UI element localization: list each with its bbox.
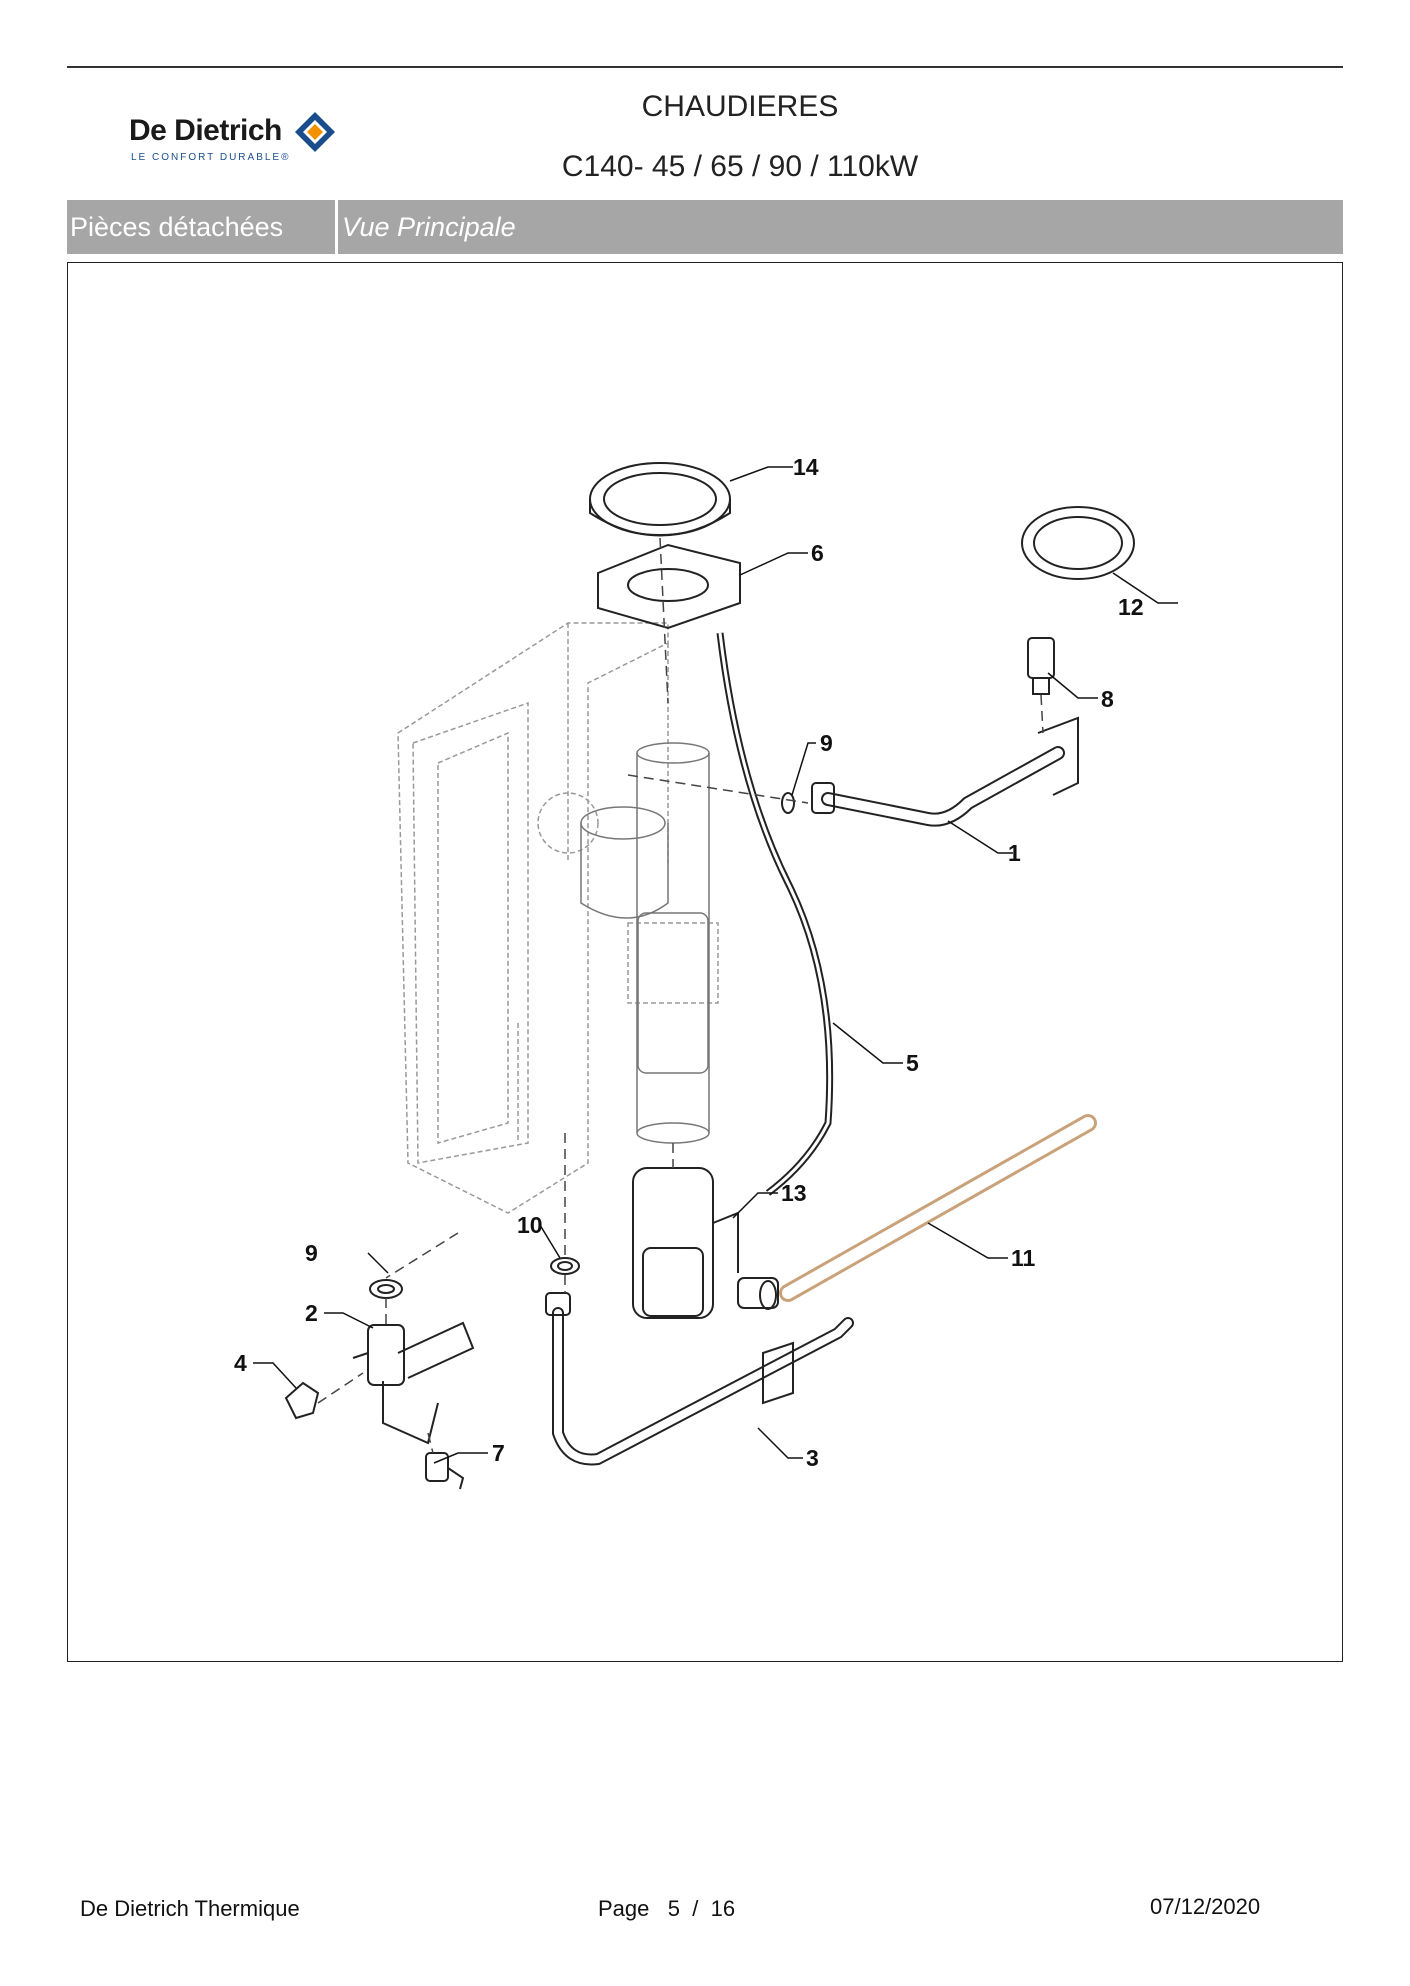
- document-subtitle: C140- 45 / 65 / 90 / 110kW: [561, 150, 919, 183]
- part-9-bottom-gasket: [369, 1279, 403, 1299]
- part-7-tap: [425, 1452, 465, 1490]
- section-bar: Pièces détachées Vue Principale: [67, 200, 1343, 254]
- footer-page-label: Page: [598, 1896, 650, 1921]
- part-13-siphon: [632, 1167, 739, 1319]
- footer-page-current: 5: [667, 1896, 680, 1921]
- callout-13: 13: [781, 1180, 807, 1206]
- assembly-lines: [317, 537, 1044, 1454]
- diagram-frame: 14 6 12 8 9 1 5 13 11 10 9 2 4 7 3: [67, 262, 1343, 1662]
- section-divider: [335, 200, 338, 254]
- part-14-ring: [589, 462, 731, 537]
- part-10-gasket-inner: [557, 1261, 573, 1271]
- burner-column: [580, 742, 710, 1144]
- callout-7: 7: [492, 1440, 505, 1466]
- part-11-drain-pipe: [737, 1114, 1097, 1310]
- part-9-bottom-gasket-inner: [377, 1284, 395, 1294]
- view-label: Vue Principale: [342, 212, 516, 242]
- part-5-hose: [716, 632, 834, 1196]
- part-12-ring: [1021, 506, 1135, 580]
- callout-14: 14: [793, 454, 819, 480]
- part-1-pipe: [811, 716, 1079, 827]
- exploded-view-diagram: 14 6 12 8 9 1 5 13 11 10 9 2 4 7 3: [234, 454, 1178, 1490]
- part-6-plate: [597, 543, 741, 630]
- callout-9-top: 9: [820, 730, 833, 756]
- top-rule: [67, 66, 1343, 68]
- part-3-pipe: [545, 1292, 854, 1466]
- part-9-top-oring: [781, 792, 795, 814]
- callout-4: 4: [234, 1350, 247, 1376]
- footer-company: De Dietrich Thermique: [80, 1896, 300, 1921]
- callout-9-bottom: 9: [305, 1240, 318, 1266]
- logo-diamond-icon: [295, 112, 335, 152]
- part-4-sensor: [284, 1381, 320, 1420]
- leader-lines: [253, 466, 1178, 1464]
- logo-tagline: LE CONFORT DURABLE®: [131, 152, 291, 163]
- callout-12: 12: [1118, 594, 1144, 620]
- logo-brand: De Dietrich: [129, 114, 282, 147]
- callout-10: 10: [517, 1212, 543, 1238]
- section-label: Pièces détachées: [70, 212, 284, 242]
- footer-page-total: 16: [710, 1896, 736, 1921]
- footer-page-separator: /: [692, 1896, 699, 1921]
- boiler-body: [397, 622, 719, 1214]
- callout-1: 1: [1008, 840, 1021, 866]
- callout-5: 5: [906, 1050, 919, 1076]
- part-10-gasket: [550, 1257, 580, 1275]
- callout-8: 8: [1101, 686, 1114, 712]
- document-title: CHAUDIERES: [641, 90, 839, 123]
- part-8-purger: [1027, 637, 1055, 695]
- part-2-fitting: [352, 1321, 475, 1445]
- footer-page-number: Page 5 / 16: [598, 1896, 735, 1922]
- part-5-hose-inner: [718, 632, 832, 1195]
- callout-2: 2: [305, 1300, 318, 1326]
- footer-date: 07/12/2020: [1150, 1894, 1261, 1919]
- de-dietrich-logo: De Dietrich LE CONFORT DURABLE®: [125, 108, 365, 168]
- callout-11: 11: [1011, 1245, 1036, 1271]
- callout-6: 6: [811, 540, 824, 566]
- callout-3: 3: [806, 1445, 819, 1471]
